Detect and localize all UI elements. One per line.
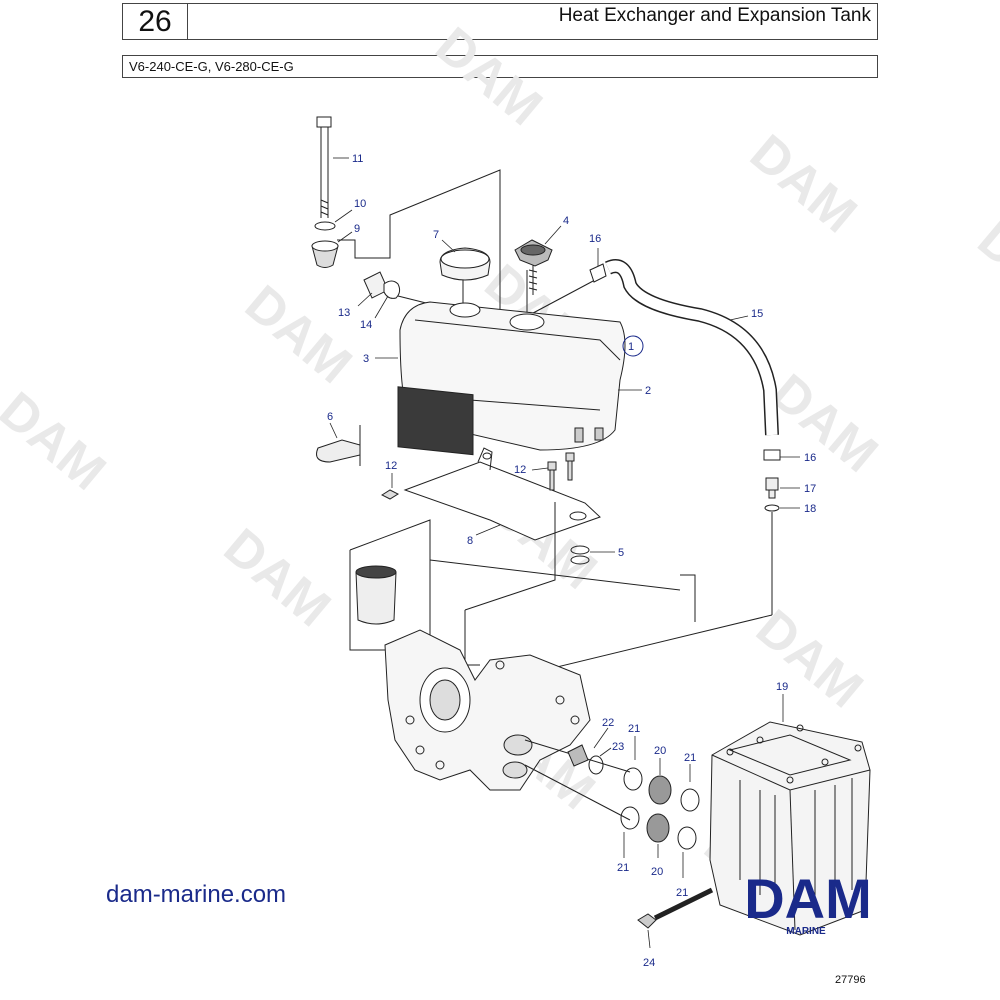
filter-cup-part — [355, 565, 397, 625]
callout-22: 22 — [602, 717, 614, 729]
leader-lines — [329, 157, 800, 949]
ring-part-21b — [680, 788, 700, 812]
callout-20-top: 20 — [654, 745, 666, 757]
callout-13: 13 — [338, 307, 350, 319]
watermark-text: DAM — [425, 16, 553, 137]
callout-11: 11 — [352, 153, 363, 165]
filler-cap-part-7 — [439, 247, 491, 281]
callout-21-b: 21 — [684, 752, 696, 764]
callout-15: 15 — [751, 308, 763, 320]
watermark-text: DAM — [967, 210, 1000, 331]
ring-part-21d — [677, 826, 697, 850]
callout-18: 18 — [804, 503, 816, 515]
reference-circle — [622, 335, 644, 357]
watermark-text: DAM — [213, 518, 341, 639]
rubber-mount-part-9 — [311, 245, 339, 268]
callout-16-top: 16 — [589, 233, 601, 245]
callout-8: 8 — [467, 535, 473, 547]
model-header: V6-240-CE-G, V6-280-CE-G — [122, 55, 878, 78]
pressure-cap-part-4 — [514, 239, 553, 295]
plug-part-22 — [567, 744, 589, 767]
bolt-part-12b — [547, 461, 557, 491]
page-header: 26 Heat Exchanger and Expansion Tank — [122, 3, 878, 40]
callout-7: 7 — [433, 229, 439, 241]
o-ring-part-5a — [570, 545, 590, 555]
callout-4: 4 — [563, 215, 569, 227]
bolt-part-24 — [637, 913, 657, 929]
page-title: Heat Exchanger and Expansion Tank — [558, 5, 871, 26]
washer-part-10 — [314, 221, 336, 231]
bracket-part-8 — [403, 447, 601, 541]
callout-3: 3 — [363, 353, 369, 365]
watermark-text: DAM — [0, 381, 116, 502]
seal-part-20b — [646, 813, 670, 843]
o-ring-part-18 — [764, 504, 780, 512]
engine-cover-part — [384, 629, 591, 791]
watermark-text: DAM — [234, 274, 362, 395]
level-sensor-part-6 — [316, 439, 361, 463]
callout-23: 23 — [612, 741, 624, 753]
model-list: V6-240-CE-G, V6-280-CE-G — [129, 59, 294, 74]
watermark-text: DAM — [760, 363, 888, 484]
callout-2: 2 — [645, 385, 651, 397]
callout-10: 10 — [354, 198, 366, 210]
callout-19: 19 — [776, 681, 788, 693]
page-number: 26 — [123, 4, 188, 39]
bolt-part-11 — [316, 116, 332, 218]
callout-9: 9 — [354, 223, 360, 235]
o-ring-part-23 — [588, 755, 604, 775]
callout-16-bottom: 16 — [804, 452, 816, 464]
dam-marine-logo: DAM MARINE — [744, 870, 872, 937]
drawing-number: 27796 — [835, 974, 866, 986]
ring-part-21c — [620, 806, 640, 830]
callout-12-left: 12 — [385, 460, 397, 472]
hose-clamp-part-16b — [763, 449, 781, 461]
callout-labels: 1 2 3 4 5 6 7 8 9 10 11 12 12 13 14 15 1… — [327, 153, 816, 969]
callout-21-c: 21 — [617, 862, 629, 874]
clamp-part-14 — [383, 280, 401, 299]
logo-subtext: MARINE — [786, 926, 826, 937]
hose-clamp-part-16 — [589, 263, 607, 283]
callout-24: 24 — [643, 957, 655, 969]
callout-14: 14 — [360, 319, 372, 331]
watermark-text: DAM — [739, 124, 867, 245]
callout-17: 17 — [804, 483, 816, 495]
callout-21-a: 21 — [628, 723, 640, 735]
callout-5: 5 — [618, 547, 624, 559]
callout-6: 6 — [327, 411, 333, 423]
nipple-part-17 — [765, 477, 779, 499]
callout-12-right: 12 — [514, 464, 526, 476]
parts-linework — [311, 116, 871, 936]
heat-exchanger-part-19 — [709, 721, 871, 936]
logo-text: DAM — [744, 870, 872, 930]
callout-21-d: 21 — [676, 887, 688, 899]
seal-part-20a — [648, 775, 672, 805]
bolt-part-12a — [380, 489, 400, 500]
o-ring-part-5b — [570, 555, 590, 565]
callout-1: 1 — [628, 341, 634, 353]
decal-part-3 — [397, 386, 474, 456]
callout-20-bottom: 20 — [651, 866, 663, 878]
website-link[interactable]: dam-marine.com — [106, 881, 287, 908]
ring-part-21a — [623, 767, 643, 791]
